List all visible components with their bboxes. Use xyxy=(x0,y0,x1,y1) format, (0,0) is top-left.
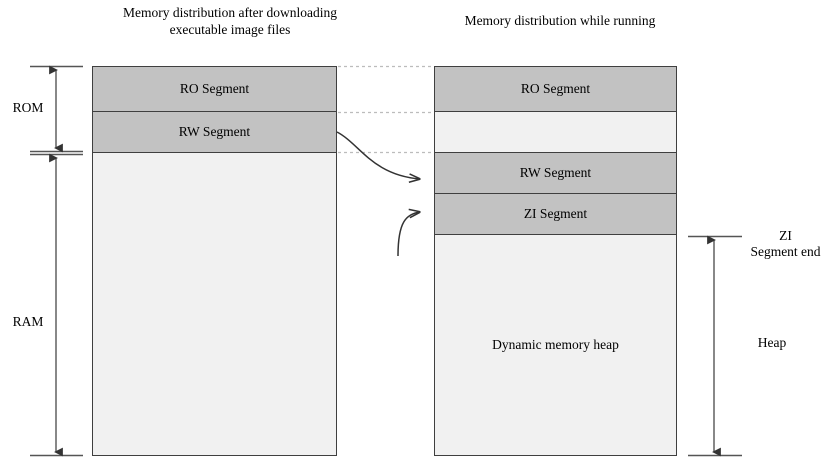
right-rw-segment-label: RW Segment xyxy=(519,165,592,180)
right-heap-region[interactable]: Dynamic memory heap xyxy=(434,234,677,456)
heap-dimension xyxy=(688,235,742,457)
right-heap-region-label: Dynamic memory heap xyxy=(492,337,619,352)
left-rw-segment[interactable]: RW Segment xyxy=(92,111,337,153)
ram-axis-label: RAM xyxy=(12,314,44,329)
zi-segment-end-label: ZI Segment end xyxy=(750,228,821,259)
right-zi-segment-label: ZI Segment xyxy=(523,206,588,221)
left-rw-segment-label: RW Segment xyxy=(178,124,251,139)
right-ro-segment-label: RO Segment xyxy=(520,81,591,96)
right-rw-segment[interactable]: RW Segment xyxy=(434,152,677,194)
relocation-arrows xyxy=(336,131,420,257)
rw-relocation-arrow xyxy=(336,131,420,179)
right-zi-segment[interactable]: ZI Segment xyxy=(434,193,677,235)
right-column-title: Memory distribution while running xyxy=(464,13,656,28)
guide-lines xyxy=(338,65,432,154)
right-ro-segment[interactable]: RO Segment xyxy=(434,66,677,112)
zi-relocation-arrow xyxy=(397,212,420,257)
left-ro-segment-label: RO Segment xyxy=(179,81,250,96)
left-column-title: Memory distribution after downloading ex… xyxy=(122,5,338,37)
ram-dimension xyxy=(30,153,83,457)
heap-axis-label: Heap xyxy=(757,335,787,350)
left-free-region[interactable] xyxy=(92,152,337,456)
right-gap-region[interactable] xyxy=(434,111,677,153)
rom-dimension xyxy=(30,65,83,153)
left-ro-segment[interactable]: RO Segment xyxy=(92,66,337,112)
rom-axis-label: ROM xyxy=(12,100,44,115)
